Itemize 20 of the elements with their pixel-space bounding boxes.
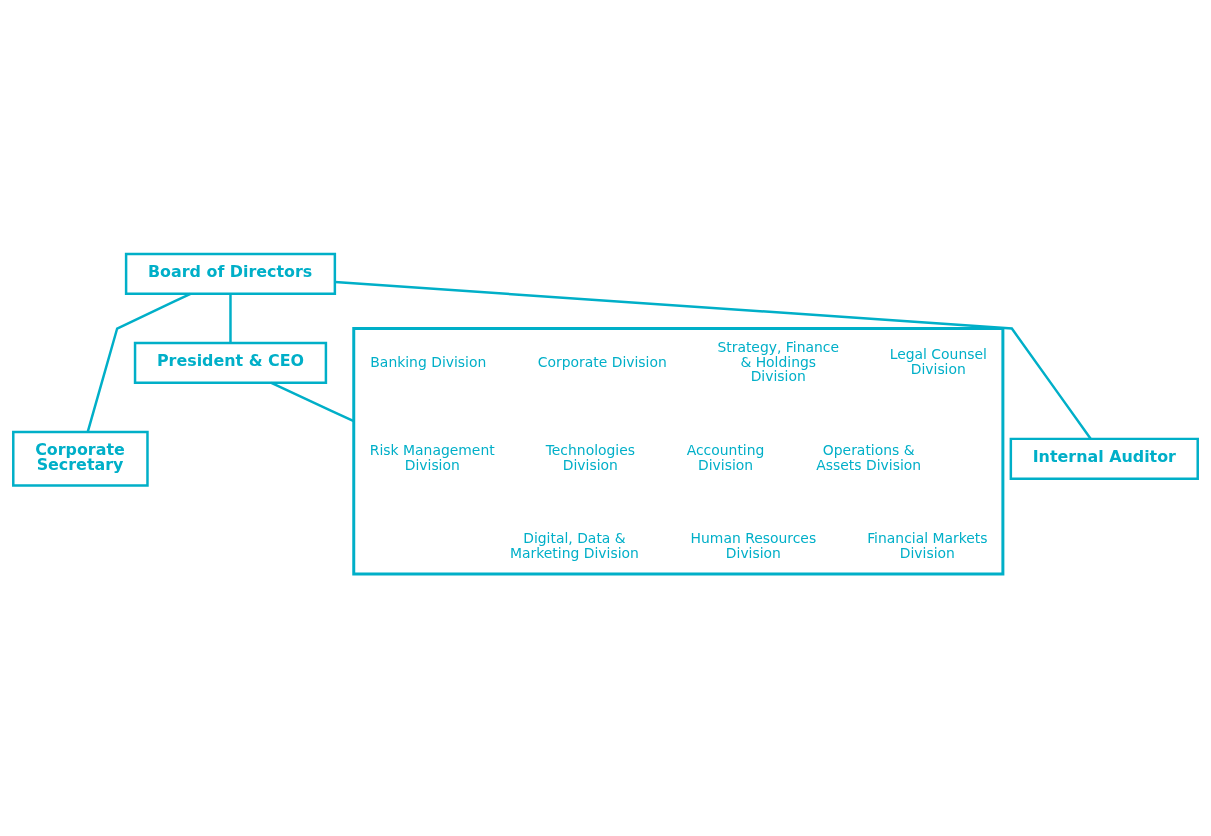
node-text: Human Resources Division: [690, 530, 817, 562]
node-text: Banking Division: [370, 353, 487, 370]
connector: [86, 292, 192, 432]
cluster: [352, 327, 1005, 576]
node-text: Corporate Division: [537, 353, 667, 370]
node-box: President & CEO: [133, 341, 328, 384]
node-text: Financial Markets Division: [867, 530, 988, 562]
node-box: Board of Directors: [124, 252, 337, 295]
node-text: Strategy, Finance & Holdings Division: [717, 338, 840, 385]
node-text: Technologies Division: [545, 441, 636, 473]
node-text: Legal Counsel Division: [889, 346, 987, 377]
connector: [270, 381, 355, 423]
node-text: Digital, Data & Marketing Division: [510, 530, 639, 562]
node-text: Operations & Assets Division: [816, 441, 922, 473]
connector: [334, 280, 1092, 440]
node-box: Corporate Secretary: [12, 430, 149, 487]
node-box: Internal Auditor: [1009, 437, 1199, 480]
node-text: Accounting Division: [686, 441, 765, 473]
connector: [229, 294, 232, 343]
node-text: Risk Management Division: [369, 441, 495, 473]
